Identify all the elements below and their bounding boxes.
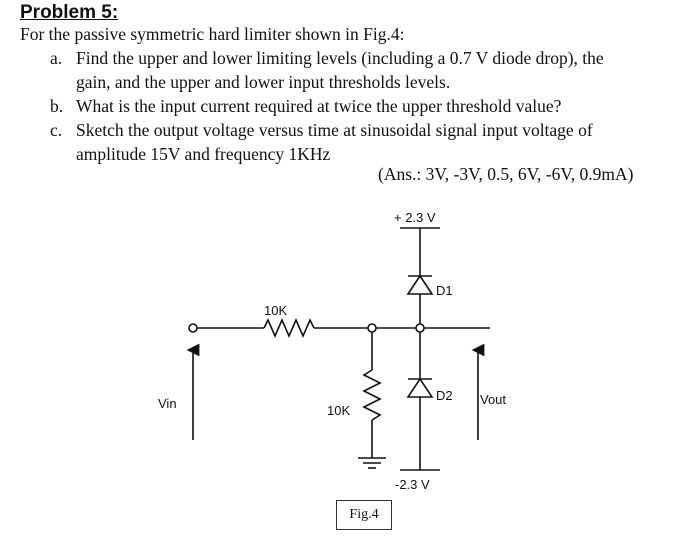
part-a-line-1: Find the upper and lower limiting levels… xyxy=(76,48,604,68)
part-a-line-2: gain, and the upper and lower input thre… xyxy=(76,72,451,92)
shunt-resistor-label: 10K xyxy=(327,403,351,418)
d1-label: D1 xyxy=(436,283,453,298)
shunt-resistor-zigzag xyxy=(362,369,382,421)
part-b-marker: b. xyxy=(50,96,64,116)
vin-label: Vin xyxy=(158,396,177,411)
node-resistor-junction xyxy=(367,323,377,333)
problem-title: Problem 5: xyxy=(20,2,119,23)
part-b-line-1: What is the input current required at tw… xyxy=(76,96,562,116)
top-supply-label: + 2.3 V xyxy=(394,210,436,225)
part-c-line-1: Sketch the output voltage versus time at… xyxy=(76,120,593,140)
bottom-supply-label: -2.3 V xyxy=(395,477,430,492)
problem-intro: For the passive symmetric hard limiter s… xyxy=(20,24,405,44)
part-c-marker: c. xyxy=(50,120,63,140)
d2-label: D2 xyxy=(436,388,453,403)
series-resistor-label: 10K xyxy=(264,303,288,318)
d2-diode-symbol xyxy=(406,377,434,398)
vout-label: Vout xyxy=(480,392,507,407)
figure-caption: Fig.4 xyxy=(336,500,392,530)
part-a-marker: a. xyxy=(50,48,63,68)
series-resistor-zigzag xyxy=(263,318,315,338)
d1-diode-symbol xyxy=(406,274,434,295)
part-c-line-2: amplitude 15V and frequency 1KHz xyxy=(76,144,331,164)
answer-line: (Ans.: 3V, -3V, 0.5, 6V, -6V, 0.9mA) xyxy=(378,164,634,184)
node-diode-junction xyxy=(415,323,425,333)
vin-top-terminal xyxy=(188,323,198,333)
